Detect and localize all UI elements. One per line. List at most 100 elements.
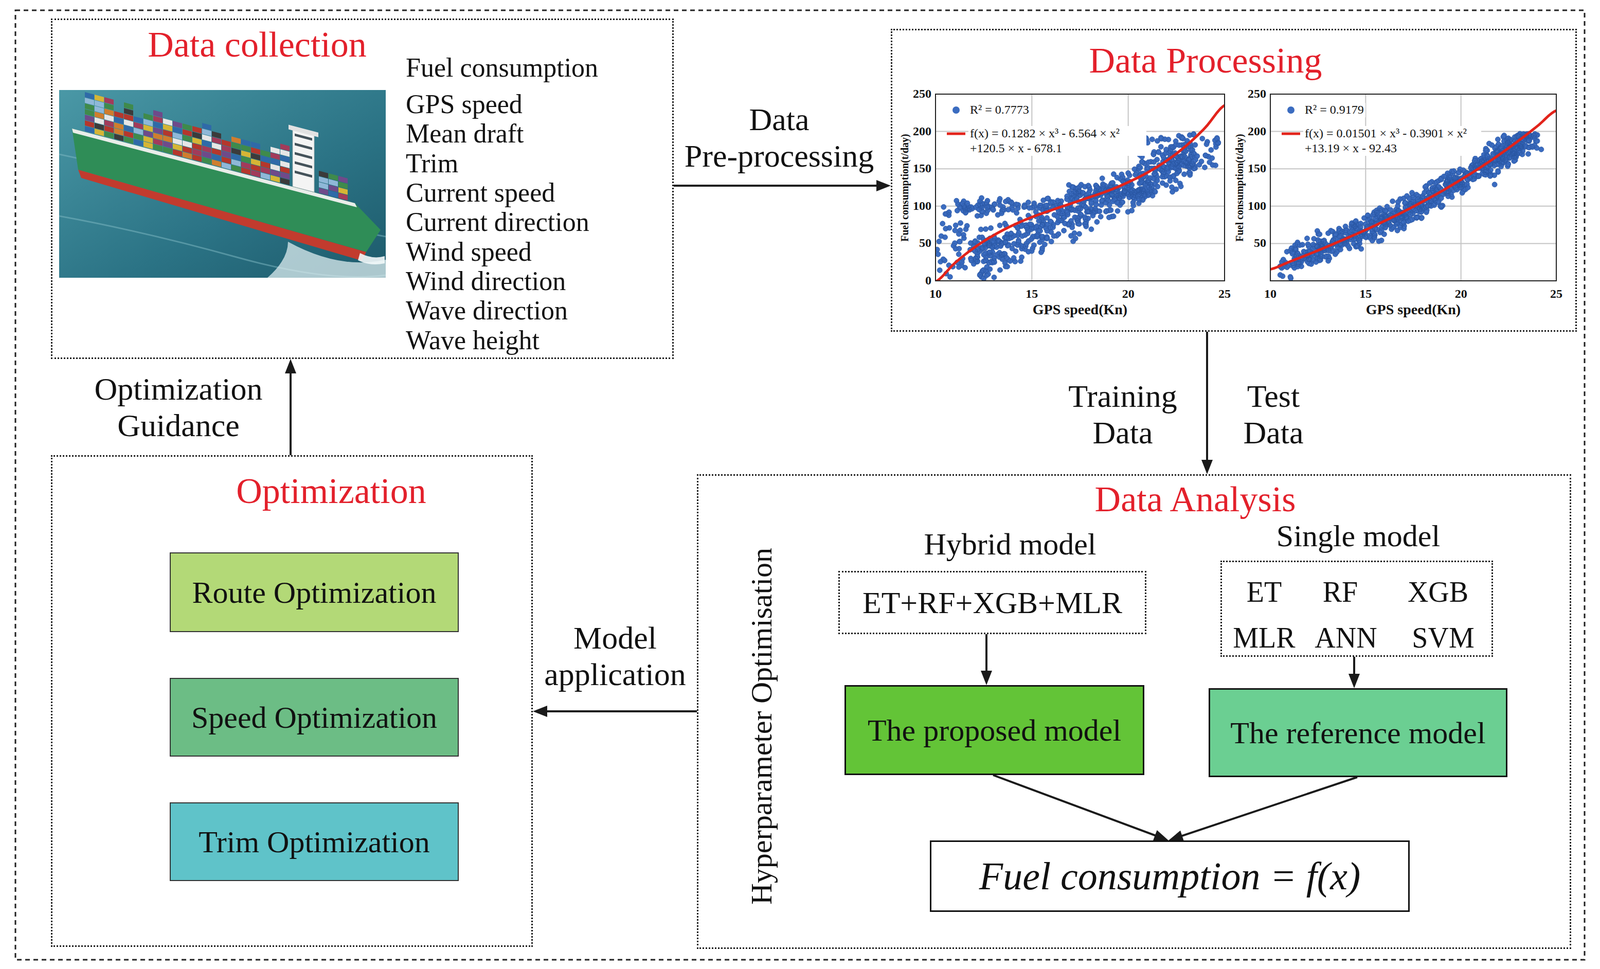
section-box: Data AnalysisHyperparameter Optimisation… [696, 474, 1572, 949]
model-name: SVM [1411, 621, 1474, 655]
connector-arrow [980, 634, 993, 686]
axis-title: GPS speed(Kn) [1032, 301, 1128, 318]
box-label: The reference model [1230, 714, 1486, 751]
arrow-head [876, 180, 891, 192]
arrow-head [1201, 459, 1213, 475]
connector-arrow [532, 705, 697, 717]
section-title: Data Analysis [1094, 478, 1297, 521]
outer-border [15, 10, 1585, 960]
axis-title: GPS speed(Kn) [1365, 301, 1461, 318]
container [338, 175, 348, 184]
axis-tick: 250 [1247, 86, 1267, 102]
legend-text: f(x) = 0.1282 × x³ - 6.564 × x² +120.5 ×… [968, 126, 1147, 156]
connector-arrow [673, 180, 891, 192]
variable-name: Wave direction [405, 297, 568, 325]
variable-name: Current speed [405, 179, 555, 207]
connector-line [289, 372, 292, 456]
arrow-head [980, 670, 993, 686]
bridge-wing [288, 124, 319, 137]
bow-spray [357, 253, 385, 265]
variable-name: Trim [405, 150, 459, 177]
variable-name: Wind direction [405, 267, 566, 295]
legend-text: R² = 0.7773 [968, 102, 1031, 118]
container [328, 173, 338, 182]
axis-title: Fuel consumption(t/day) [899, 133, 911, 242]
model-box: The reference model [1208, 688, 1508, 778]
container [84, 92, 95, 100]
axis-tick: 25 [1550, 286, 1563, 302]
connector-arrow [1168, 777, 1358, 842]
axis-tick: 10 [1264, 286, 1277, 302]
legend-line-sample [1281, 132, 1301, 136]
axis-tick: 250 [912, 86, 932, 102]
container [192, 126, 202, 134]
section-title: Optimization [236, 470, 426, 513]
model-name: ANN [1314, 621, 1377, 655]
model-name: XGB [1407, 575, 1469, 609]
legend-text: f(x) = 0.01501 × x³ - 0.3901 × x² +13.19… [1303, 126, 1482, 156]
container [163, 118, 173, 127]
variable-name: Wind speed [405, 238, 532, 266]
axis-tick: 25 [1218, 286, 1231, 302]
container [241, 138, 251, 147]
bridge-window [294, 161, 313, 169]
variable-name: GPS speed [405, 91, 523, 118]
connector-line [546, 710, 697, 713]
group-box: Single modelETRFXGBMLRANNSVM [1220, 560, 1494, 657]
axis-tick: 50 [1253, 236, 1267, 251]
plot-area [1270, 94, 1557, 281]
scatter-chart [934, 94, 1225, 282]
hull [72, 128, 381, 253]
axis-tick: 10 [929, 286, 942, 302]
bridge-window [294, 133, 313, 141]
formula-box: Fuel consumption = f(x) [929, 840, 1410, 912]
group-box: Hybrid modelET+RF+XGB+MLR [838, 570, 1147, 635]
axis-tick: 15 [1359, 286, 1372, 302]
model-box: The proposed model [844, 685, 1145, 776]
container [260, 149, 271, 158]
charts [934, 94, 1557, 282]
arrow-label: Optimization Guidance [85, 370, 272, 445]
container [114, 111, 124, 119]
ship-bridge [292, 129, 315, 193]
scatter-chart [1270, 94, 1557, 281]
arrow-label: Training Data [1055, 378, 1190, 452]
connector-line [673, 184, 878, 187]
axis-tick: 15 [1025, 286, 1038, 302]
variable-name: Fuel consumption [405, 54, 599, 82]
container [182, 123, 192, 132]
axis-tick: 20 [1454, 286, 1468, 302]
box-label: Speed Optimization [191, 699, 438, 735]
grid-line [1364, 94, 1366, 281]
legend-line-sample [946, 132, 966, 136]
connector-line [1353, 656, 1356, 675]
plot-frame [935, 94, 1225, 281]
box-label: Trim Optimization [198, 823, 430, 860]
container [250, 141, 261, 150]
group-heading: Single model [1276, 518, 1441, 554]
box-label: The proposed model [867, 712, 1122, 748]
hull-boot-top [78, 169, 367, 261]
arrow-head [1153, 830, 1169, 841]
fit-curve [935, 105, 1225, 281]
axis-tick: 100 [1247, 199, 1267, 214]
grid-line [1270, 168, 1557, 170]
variable-name: Mean draft [405, 120, 525, 148]
container [211, 131, 222, 139]
connector-line [1181, 777, 1358, 837]
arrow-label: Data Pre-processing [676, 101, 883, 175]
axis-tick: 0 [925, 273, 932, 289]
box-label: Route Optimization [192, 574, 437, 610]
axis-title: Fuel consumption(t/day) [1233, 133, 1246, 242]
model-name: MLR [1232, 621, 1296, 655]
container [133, 116, 143, 124]
connector-line [1206, 331, 1209, 461]
arrow-head [1168, 830, 1184, 842]
container [202, 122, 212, 131]
vertical-label: Hyperparameter Optimisation [744, 547, 780, 905]
bridge-window [294, 142, 313, 151]
axis-tick: 200 [1247, 124, 1267, 139]
process-box: Speed Optimization [169, 677, 459, 757]
container [153, 110, 163, 118]
